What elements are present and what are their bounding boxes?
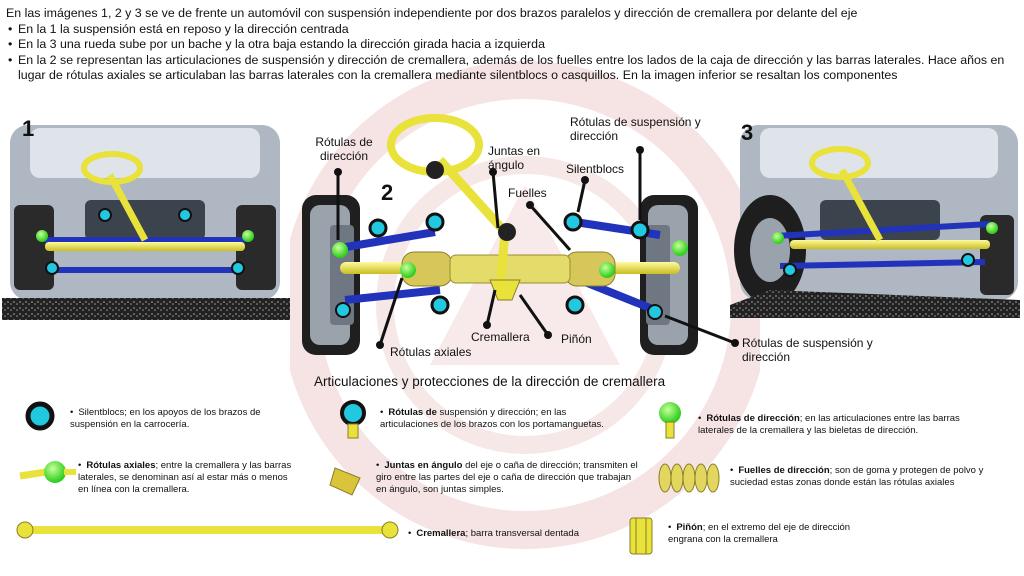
car-figure-1: [2, 125, 290, 320]
callout-rotulas-suspension-top: Rótulas de suspensión y dirección: [570, 115, 701, 143]
intro-bullet: En la 1 la suspensión está en reposo y l…: [6, 22, 1018, 38]
legend-desc: ; entre la cremallera y las barras later…: [78, 460, 292, 495]
intro-text: En las imágenes 1, 2 y 3 se ve de frente…: [6, 6, 1018, 84]
section-title: Articulaciones y protecciones de la dire…: [314, 374, 666, 389]
callout-cremallera: Cremallera: [471, 330, 530, 344]
callout-rotulas-axiales: Rótulas axiales: [390, 345, 472, 359]
car-figure-2: [302, 114, 739, 355]
legend-term: Juntas en ángulo: [384, 460, 463, 471]
callout-rotulas-suspension-bottom: Rótulas de suspensión y dirección: [742, 336, 873, 364]
legend-rotulas-axiales: •Rótulas axiales; entre la cremallera y …: [78, 460, 292, 495]
legend-rotulas-suspension: •Rótulas de suspensión y dirección; en l…: [380, 407, 604, 430]
legend-term: Piñón: [676, 522, 703, 533]
legend-desc: Silentblocs; en los apoyos de los brazos…: [70, 407, 261, 430]
intro-bullet: En la 3 una rueda sube por un bache y la…: [6, 37, 1018, 53]
legend-term: Rótulas axiales: [86, 460, 156, 471]
legend-pinon: •Piñón; en el extremo del eje de direcci…: [668, 522, 851, 545]
figure-number-1: 1: [22, 116, 35, 141]
callout-pinon: Piñón: [561, 332, 592, 346]
intro-bullets: En la 1 la suspensión está en reposo y l…: [6, 22, 1018, 84]
legend-icons: [16, 400, 720, 555]
legend-cremallera: •Cremallera; barra transversal dentada: [408, 528, 579, 539]
callout-rotulas-direccion: Rótulas de dirección: [315, 135, 373, 163]
legend-term: Fuelles de dirección: [738, 465, 830, 476]
legend-desc: ; en el extremo del eje de dirección eng…: [668, 522, 851, 545]
legend-desc: ; son de goma y protegen de polvo y suci…: [730, 465, 984, 488]
legend-desc: ; en las articulaciones entre las barras…: [698, 413, 960, 436]
legend-desc: del eje o caña de dirección; transmiten …: [376, 460, 638, 495]
legend-juntas-angulo: •Juntas en ángulo del eje o caña de dire…: [376, 460, 638, 495]
legend-desc: ; barra transversal dentada: [465, 528, 579, 539]
car-figure-3: [730, 125, 1020, 318]
legend-term: Rótulas de dirección: [706, 413, 800, 424]
callout-fuelles: Fuelles: [508, 186, 547, 200]
intro-line: En las imágenes 1, 2 y 3 se ve de frente…: [6, 6, 858, 20]
callout-silentblocs: Silentblocs: [566, 162, 625, 176]
legend-fuelles: •Fuelles de dirección; son de goma y pro…: [730, 465, 984, 488]
legend-desc: suspensión y dirección; en las articulac…: [380, 407, 604, 430]
figure-number-3: 3: [741, 120, 754, 145]
figure-number-2: 2: [381, 180, 394, 205]
intro-bullet: En la 2 se representan las articulacione…: [6, 53, 1018, 84]
legend-term: Rótulas de: [388, 407, 437, 418]
legend-silentblocs: •Silentblocs; en los apoyos de los brazo…: [70, 407, 261, 430]
callout-juntas-angulo: Juntas en ángulo: [488, 144, 541, 172]
legend-rotulas-direccion: •Rótulas de dirección; en las articulaci…: [698, 413, 960, 436]
legend-term: Cremallera: [416, 528, 466, 539]
